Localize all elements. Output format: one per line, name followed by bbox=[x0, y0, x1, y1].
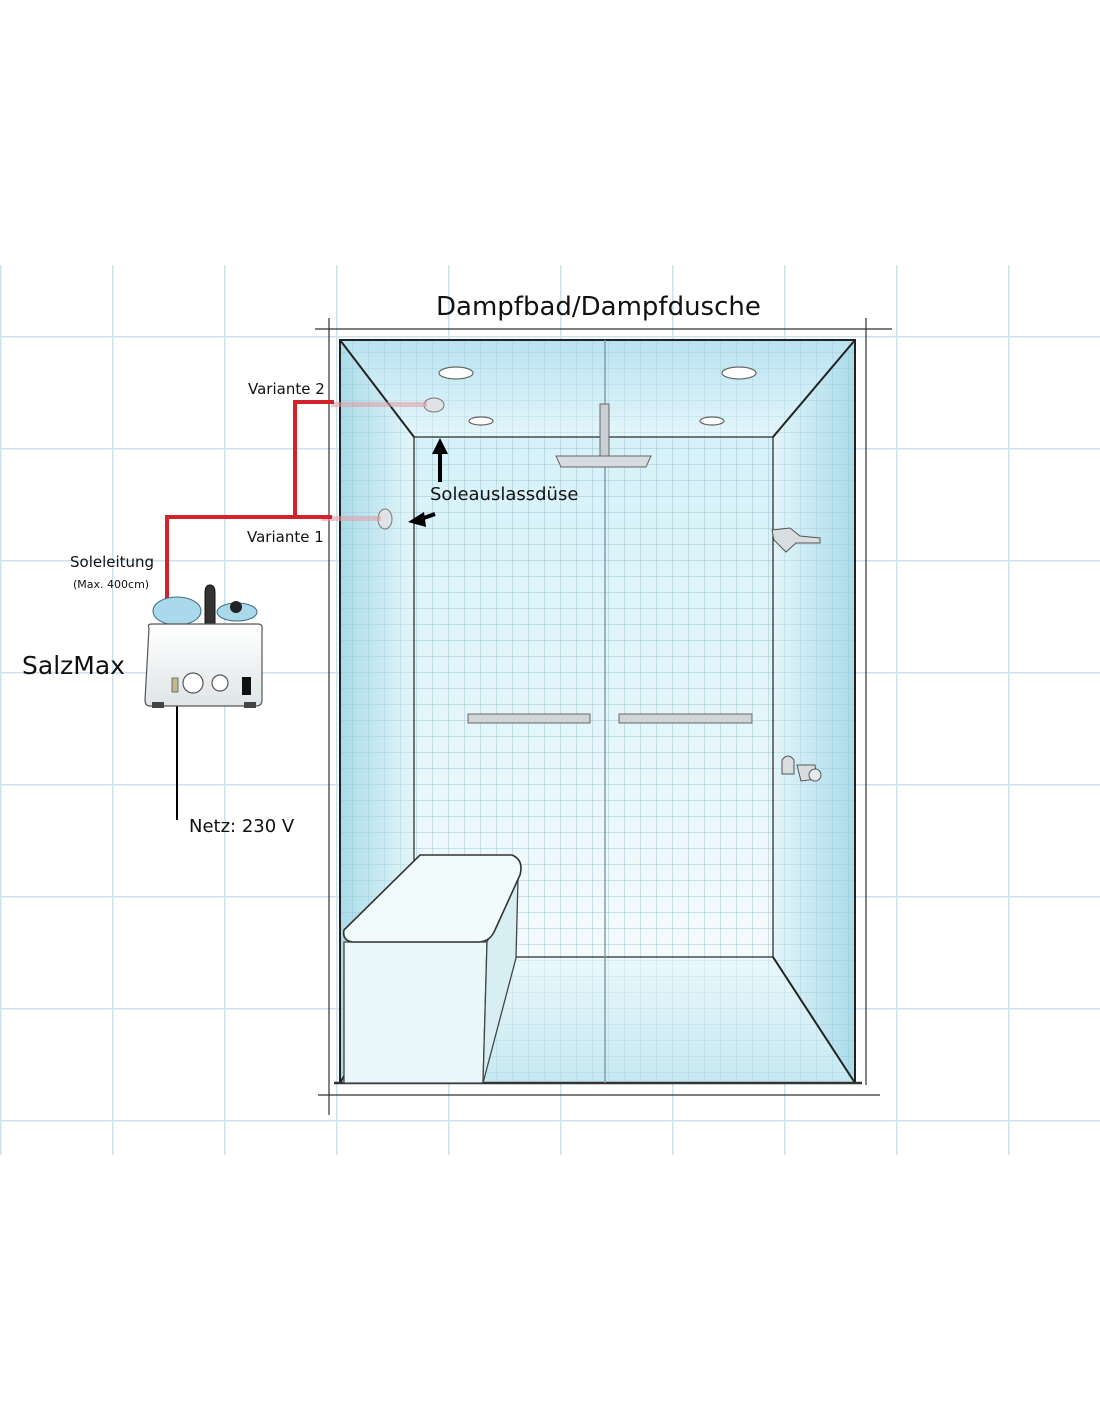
bench bbox=[342, 854, 522, 1084]
label-brine-line: Soleleitung bbox=[70, 553, 155, 571]
label-nozzle: Soleauslassdüse bbox=[430, 484, 579, 505]
brine-nozzle-icon bbox=[377, 397, 445, 530]
ceiling-light-icon bbox=[438, 366, 757, 426]
left-arrow-icon bbox=[408, 512, 436, 527]
salzmax-device bbox=[144, 584, 263, 708]
label-variant-1: Variante 1 bbox=[247, 528, 324, 546]
label-mains: Netz: 230 V bbox=[189, 816, 295, 837]
door-handle-icon bbox=[467, 713, 753, 724]
rocker-switch-icon bbox=[242, 677, 251, 695]
label-brine-line-max: (Max. 400cm) bbox=[73, 578, 150, 591]
brine-line bbox=[165, 400, 334, 605]
label-device: SalzMax bbox=[22, 651, 125, 680]
shower-cabin bbox=[315, 318, 892, 1115]
label-variant-2: Variante 2 bbox=[248, 380, 325, 398]
spray-dots bbox=[321, 402, 427, 521]
dial-knob-icon bbox=[182, 672, 229, 694]
hand-shower-icon bbox=[771, 527, 821, 553]
diagram-title: Dampfbad/Dampfdusche bbox=[436, 292, 761, 322]
mixer-valve-icon bbox=[781, 755, 822, 782]
power-switch-icon bbox=[171, 677, 179, 693]
up-arrow-icon bbox=[432, 438, 448, 482]
rain-shower-head-icon bbox=[555, 403, 652, 468]
